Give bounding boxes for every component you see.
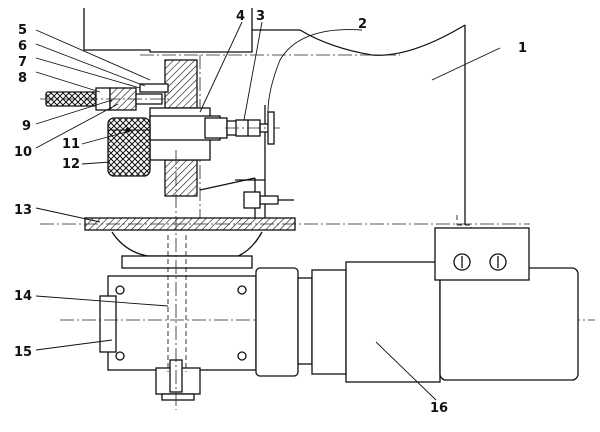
- upper-assembly: [40, 59, 294, 209]
- callout-5: 5: [18, 23, 27, 38]
- callout-13: 13: [14, 203, 32, 218]
- callout-15: 15: [14, 345, 32, 360]
- callout-10: 10: [14, 145, 32, 160]
- leader-lines: [35, 21, 501, 401]
- callout-16: 16: [430, 401, 448, 416]
- callout-12: 12: [62, 157, 80, 172]
- electric-motor: [255, 227, 579, 383]
- frame-housing: [83, 8, 466, 230]
- callout-labels: 1 2 3 4 5 6 7 8 9 10 11 12 13 14 15 16: [14, 9, 527, 416]
- callout-14: 14: [14, 289, 32, 304]
- callout-11: 11: [62, 137, 80, 152]
- callout-1: 1: [518, 41, 527, 56]
- callout-3: 3: [256, 9, 265, 24]
- callout-8: 8: [18, 71, 27, 86]
- vertical-plate: [456, 215, 472, 356]
- callout-6: 6: [18, 39, 27, 54]
- callout-2: 2: [358, 17, 367, 32]
- gearbox: [60, 150, 595, 410]
- callout-9: 9: [22, 119, 31, 134]
- callout-4: 4: [236, 9, 245, 24]
- mounting-plate: [40, 217, 530, 231]
- callout-7: 7: [18, 55, 27, 70]
